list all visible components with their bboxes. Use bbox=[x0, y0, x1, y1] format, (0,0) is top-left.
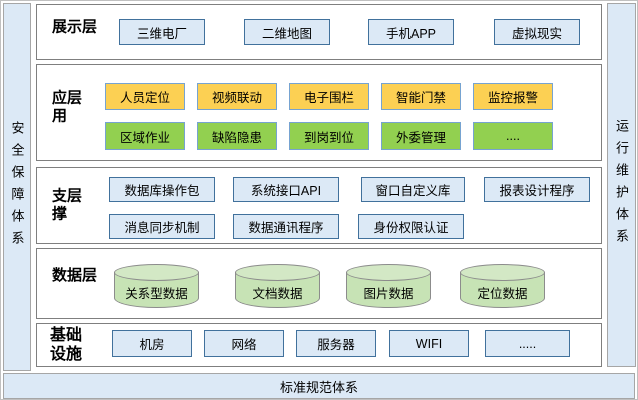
layer-data: 数据层 关系型数据 文档数据 图片数据 定位数据 bbox=[36, 248, 602, 319]
node-report-designer: 报表设计程序 bbox=[484, 177, 590, 202]
right-system-bar: 运行维护体系 bbox=[607, 3, 636, 367]
node-db-operation-pkg: 数据库操作包 bbox=[109, 177, 215, 202]
cylinder-top bbox=[460, 264, 545, 281]
node-2d-map: 二维地图 bbox=[244, 19, 330, 45]
node-defect-hazard: 缺陷隐患 bbox=[197, 122, 277, 150]
bottom-system-bar: 标准规范体系 bbox=[3, 373, 635, 399]
node-identity-auth: 身份权限认证 bbox=[358, 214, 464, 239]
node-window-custom-lib: 窗口自定义库 bbox=[361, 177, 465, 202]
cylinder-location-data: 定位数据 bbox=[460, 264, 545, 308]
node-personnel-location: 人员定位 bbox=[105, 83, 185, 110]
node-message-sync: 消息同步机制 bbox=[109, 214, 215, 239]
node-machine-room: 机房 bbox=[112, 330, 192, 357]
node-server: 服务器 bbox=[296, 330, 376, 357]
left-system-bar-label: 安全保障体系 bbox=[9, 121, 25, 253]
node-virtual-reality: 虚拟现实 bbox=[494, 19, 580, 45]
cylinder-image-data: 图片数据 bbox=[346, 264, 431, 308]
cylinder-location-data-label: 定位数据 bbox=[477, 286, 528, 301]
layer-support-label: 支撑层 bbox=[50, 186, 82, 223]
node-electronic-fence: 电子围栏 bbox=[289, 83, 369, 110]
cylinder-top bbox=[346, 264, 431, 281]
cylinder-document-data-label: 文档数据 bbox=[252, 286, 303, 301]
layer-support: 支撑层 数据库操作包 系统接口API 窗口自定义库 报表设计程序 消息同步机制 … bbox=[36, 167, 602, 244]
node-outsourcing-mgmt: 外委管理 bbox=[381, 122, 461, 150]
node-on-duty: 到岗到位 bbox=[289, 122, 369, 150]
layer-application: 应用层 人员定位 视频联动 电子围栏 智能门禁 监控报警 区域作业 缺陷隐患 到… bbox=[36, 64, 602, 161]
node-mobile-app: 手机APP bbox=[368, 19, 454, 45]
layer-infrastructure: 基础设施 机房 网络 服务器 WIFI ..... bbox=[36, 323, 602, 367]
cylinder-relational-data-label: 关系型数据 bbox=[125, 286, 188, 301]
node-monitoring-alarm: 监控报警 bbox=[473, 83, 553, 110]
bottom-system-bar-label: 标准规范体系 bbox=[279, 379, 358, 395]
node-application-more: .... bbox=[473, 122, 553, 150]
cylinder-relational-data: 关系型数据 bbox=[114, 264, 199, 308]
cylinder-image-data-label: 图片数据 bbox=[363, 286, 414, 301]
node-area-work: 区域作业 bbox=[105, 122, 185, 150]
layer-infrastructure-label: 基础设施 bbox=[49, 327, 82, 363]
layer-presentation: 展示层 三维电厂 二维地图 手机APP 虚拟现实 bbox=[36, 4, 602, 60]
cylinder-top bbox=[114, 264, 199, 281]
node-system-api: 系统接口API bbox=[233, 177, 339, 202]
right-system-bar-label: 运行维护体系 bbox=[614, 119, 629, 251]
node-smart-access-control: 智能门禁 bbox=[381, 83, 461, 110]
layer-application-label: 应用层 bbox=[50, 88, 82, 125]
cylinder-document-data: 文档数据 bbox=[235, 264, 320, 308]
node-infrastructure-more: ..... bbox=[485, 330, 570, 357]
cylinder-top bbox=[235, 264, 320, 281]
node-network: 网络 bbox=[204, 330, 284, 357]
layer-presentation-label: 展示层 bbox=[50, 18, 97, 37]
node-data-comm: 数据通讯程序 bbox=[233, 214, 339, 239]
layer-data-label: 数据层 bbox=[50, 266, 97, 285]
node-video-linkage: 视频联动 bbox=[197, 83, 277, 110]
node-3d-plant: 三维电厂 bbox=[119, 19, 205, 45]
node-wifi: WIFI bbox=[389, 330, 469, 357]
left-system-bar: 安全保障体系 bbox=[3, 3, 31, 371]
